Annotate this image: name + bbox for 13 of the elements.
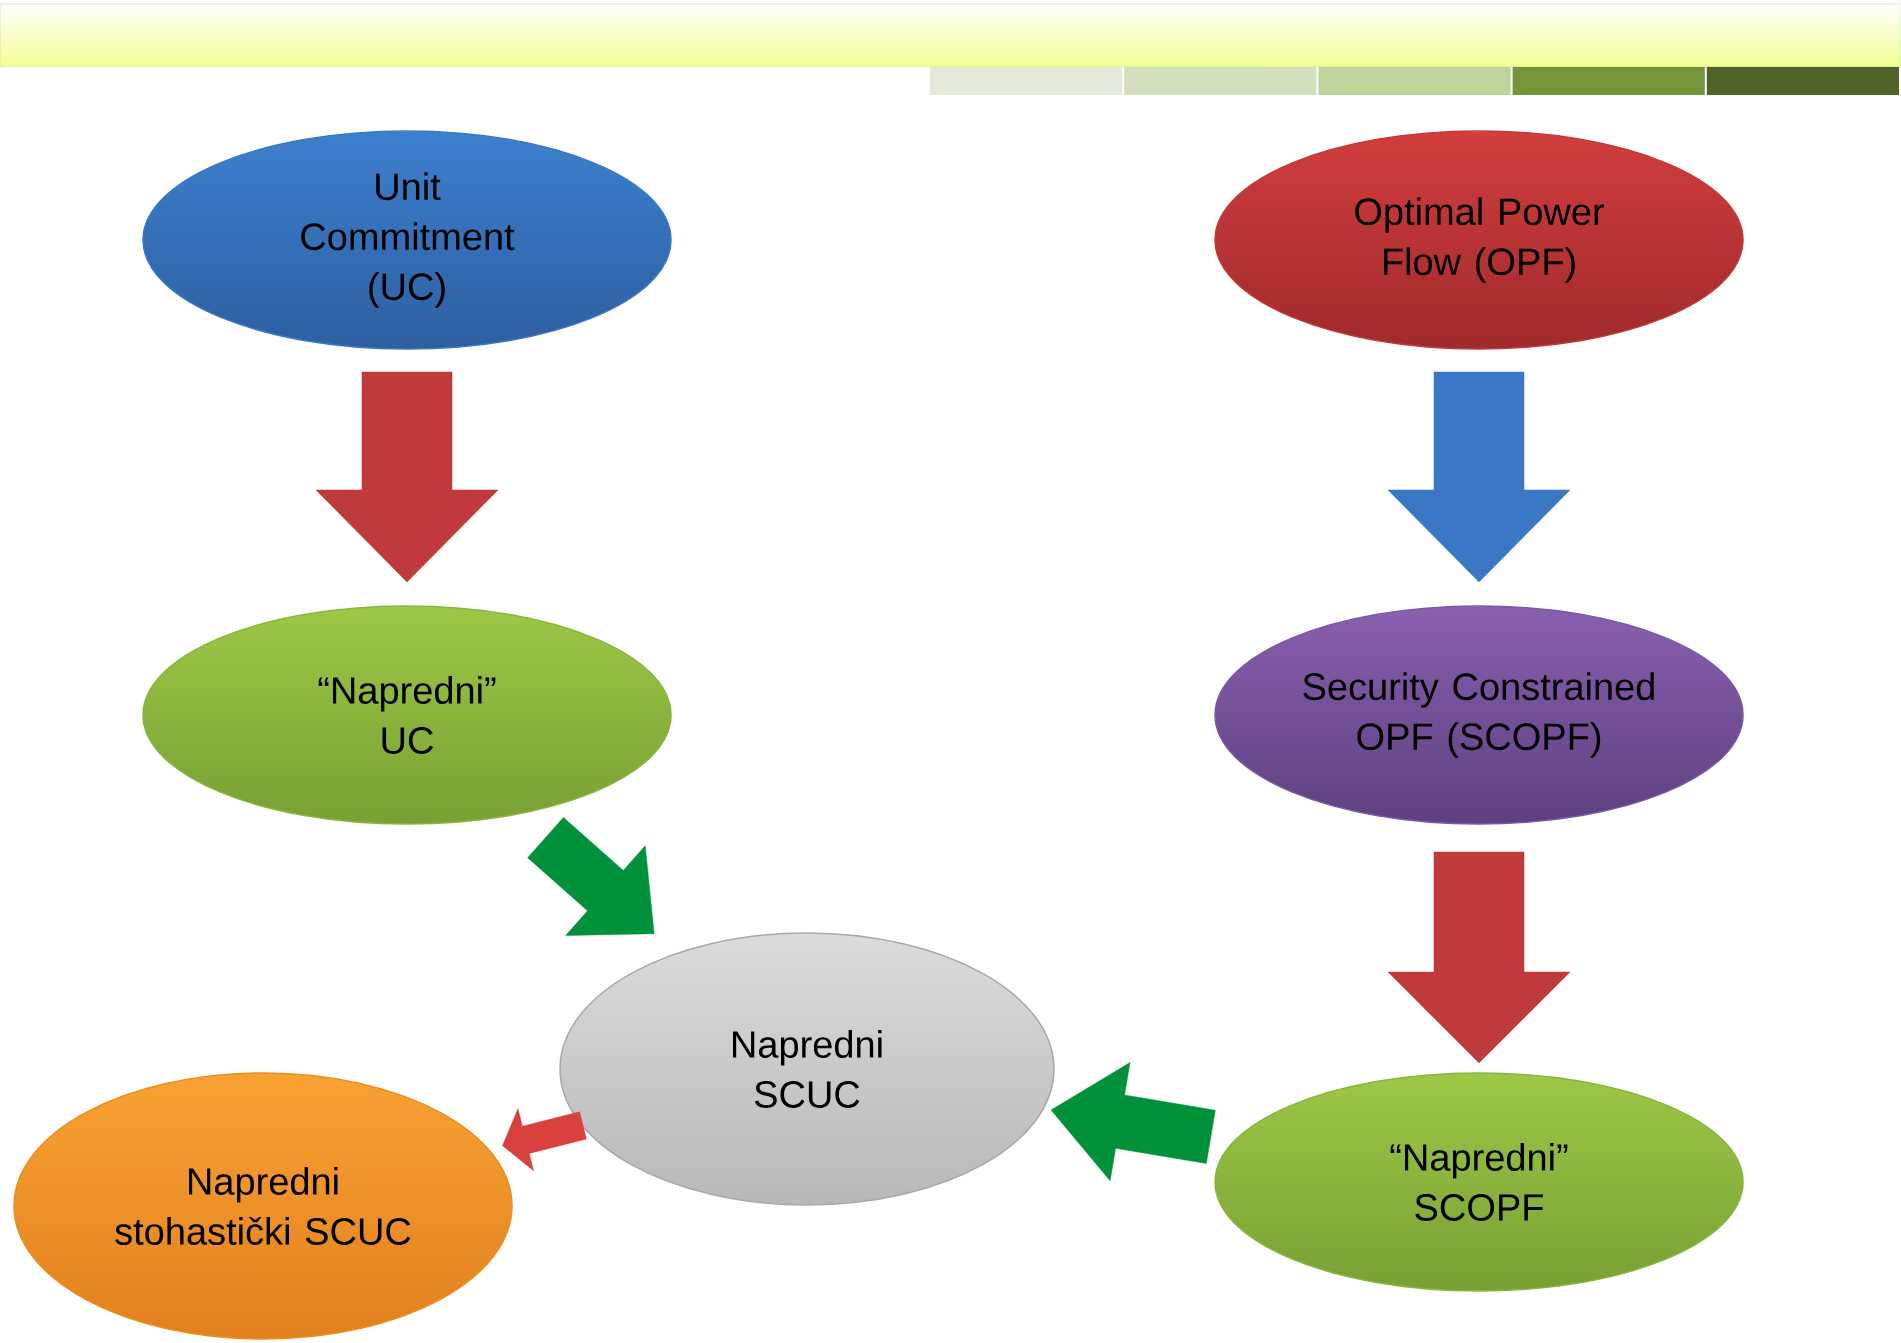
block-arrow — [315, 371, 499, 583]
block-arrow — [502, 1108, 587, 1172]
ellipse-node: Napredni SCUC — [559, 932, 1055, 1206]
ellipse-node: Optimal Power Flow (OPF) — [1214, 130, 1744, 350]
ellipse-node: Security Constrained OPF (SCOPF) — [1214, 605, 1744, 825]
block-arrow — [1050, 1062, 1216, 1182]
ellipse-node: “Napredni” UC — [142, 605, 672, 825]
ellipse-node: Napredni stohastički SCUC — [13, 1072, 513, 1340]
block-arrow — [527, 817, 655, 936]
ellipse-node: Unit Commitment (UC) — [142, 130, 672, 350]
block-arrow — [1387, 371, 1571, 583]
block-arrow — [1387, 851, 1571, 1064]
ellipse-node: “Napredni” SCOPF — [1214, 1072, 1744, 1292]
